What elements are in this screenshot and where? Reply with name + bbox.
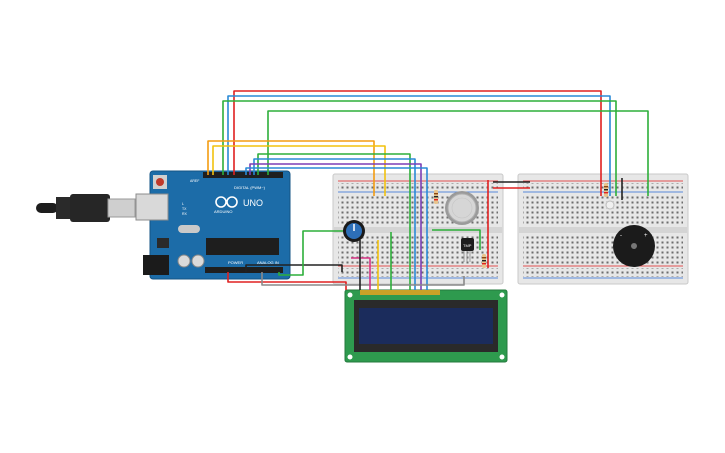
piezo-buzzer[interactable]: - + [613,225,655,267]
rx-label: RX [182,212,188,216]
analog-header-label: ANALOG IN [257,260,279,265]
wire-green-pot[interactable] [278,230,346,276]
power-jack [143,255,169,275]
buzzer-minus-label: - [620,233,622,239]
power-header-label: POWER [228,260,243,265]
arduino-brand-label: ARDUINO [214,209,232,214]
resistor-1[interactable] [434,190,438,204]
resistor-3[interactable] [604,183,608,197]
tmp-label: TMP [463,243,472,248]
wire-green-buzzer[interactable] [267,110,649,196]
usb-port [135,193,169,221]
wire-gray[interactable] [261,272,465,286]
led[interactable] [605,200,615,210]
resistor-2[interactable] [482,254,486,268]
arduino-logo-icon [215,196,238,208]
gas-sensor[interactable] [445,191,479,225]
atmega-chip [206,238,279,255]
wire-blue-lcd[interactable] [253,158,416,290]
buzzer-plus-label: + [644,233,648,239]
wire-purple-lcd[interactable] [249,163,422,290]
lcd-16x2-display[interactable] [344,289,508,363]
l-led-label: L [182,202,184,206]
temperature-sensor[interactable]: TMP [461,238,474,262]
uno-label: UNO [243,198,263,208]
arduino-uno-board[interactable]: UNO ARDUINO DIGITAL (PWM~) AREF TX RX L … [135,170,291,280]
digital-header-label: DIGITAL (PWM~) [234,185,266,190]
potentiometer[interactable] [343,220,365,242]
wire-red-power[interactable] [227,272,347,290]
wire-black-gnd[interactable] [245,264,343,272]
lcd-pin-header [360,290,440,295]
wire-green-sensor[interactable] [432,229,481,250]
wire-blue-lcd-2[interactable] [245,167,428,290]
wire-blue-long[interactable] [227,95,611,196]
wire-yellow[interactable] [212,145,386,196]
tx-label: TX [182,207,187,211]
power-analog-header [205,267,283,273]
digital-header [203,172,283,178]
wires [207,90,649,290]
breadboard-right[interactable] [517,173,689,285]
wire-pink[interactable] [351,257,371,290]
wire-green-long[interactable] [222,100,617,196]
aref-label: AREF [190,179,199,183]
lcd-screen [359,308,493,344]
usb-cable[interactable] [36,194,136,222]
wire-red-long[interactable] [233,90,602,196]
